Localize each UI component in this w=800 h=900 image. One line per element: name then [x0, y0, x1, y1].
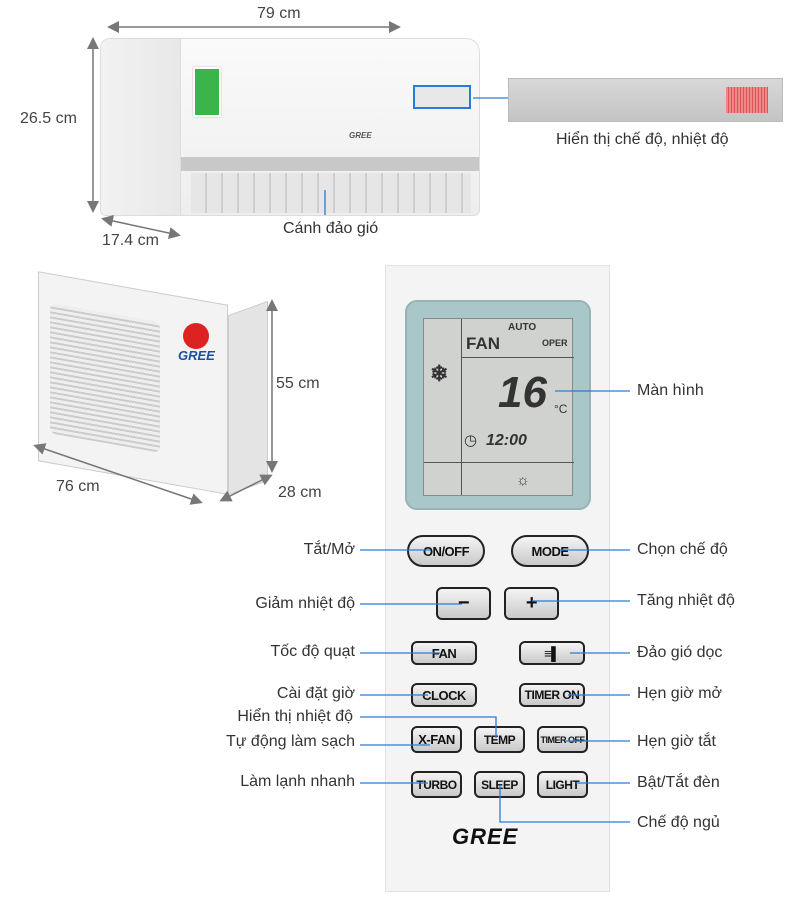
callout-plus: Tăng nhiệt độ	[637, 592, 735, 609]
outdoor-height-label: 55 cm	[276, 375, 320, 392]
plus-button[interactable]: +	[504, 587, 559, 620]
outdoor-depth-label: 28 cm	[278, 484, 322, 501]
sleep-button[interactable]: SLEEP	[474, 771, 525, 798]
outdoor-unit-image: GREE	[28, 268, 270, 500]
callout-clock: Cài đặt giờ	[276, 685, 355, 702]
mode-button[interactable]: MODE	[511, 535, 589, 567]
callout-mode: Chọn chế độ	[637, 541, 728, 558]
lcd-fan: FAN	[466, 334, 500, 353]
lcd-temperature: 16	[498, 368, 547, 417]
callout-timer-off: Hẹn giờ tắt	[637, 733, 716, 750]
display-panel-zoom	[508, 78, 783, 122]
clock-icon: ◷	[464, 432, 478, 449]
led-display	[726, 87, 768, 113]
xfan-button[interactable]: X-FAN	[411, 726, 462, 753]
snowflake-icon: ❄	[430, 361, 449, 386]
callout-swing: Đảo gió dọc	[637, 644, 723, 661]
fan-button[interactable]: FAN	[411, 641, 477, 665]
flap-callout: Cánh đảo gió	[283, 220, 379, 237]
remote-brand-logo: GREE	[452, 824, 519, 849]
indoor-unit-side	[101, 39, 181, 215]
outdoor-brand-logo: GREE	[178, 348, 215, 363]
outdoor-width-label: 76 cm	[56, 478, 100, 495]
energy-label	[193, 67, 221, 117]
remote-lcd-screen: ❄ FAN AUTO OPER 16 °C ◷ 12:00 ☼	[423, 318, 574, 496]
indoor-width-label: 79 cm	[257, 5, 301, 22]
indoor-unit-image: GREE	[100, 38, 480, 216]
turbo-button[interactable]: TURBO	[411, 771, 462, 798]
timer-on-button[interactable]: TIMER ON	[519, 683, 585, 707]
callout-fan: Tốc độ quạt	[270, 643, 356, 660]
temp-button[interactable]: TEMP	[474, 726, 525, 753]
gree-logo-mark	[183, 323, 209, 349]
callout-turbo: Làm lạnh nhanh	[240, 773, 355, 790]
outdoor-unit-side	[228, 300, 268, 496]
lcd-unit: °C	[554, 402, 568, 416]
callout-xfan: Tự động làm sạch	[226, 733, 355, 750]
light-button[interactable]: LIGHT	[537, 771, 588, 798]
minus-button[interactable]: −	[436, 587, 491, 620]
lcd-oper: OPER	[542, 338, 568, 348]
swing-flap	[191, 173, 471, 213]
indoor-brand-logo: GREE	[349, 131, 372, 140]
indoor-display-highlight	[413, 85, 471, 109]
callout-onoff: Tắt/Mở	[303, 541, 355, 558]
light-bulb-icon: ☼	[516, 472, 530, 489]
indoor-depth-label: 17.4 cm	[102, 232, 159, 249]
indoor-unit-strip	[181, 157, 479, 171]
callout-light: Bật/Tắt đèn	[637, 774, 720, 791]
callout-timer-on: Hẹn giờ mở	[637, 685, 723, 702]
display-callout: Hiển thị chế độ, nhiệt độ	[556, 131, 729, 148]
timer-off-button[interactable]: TIMER OFF	[537, 726, 588, 753]
callout-temp: Hiển thị nhiệt độ	[237, 708, 353, 725]
callout-screen: Màn hình	[637, 382, 704, 399]
indoor-height-label: 26.5 cm	[20, 110, 77, 127]
lcd-time: 12:00	[486, 432, 527, 449]
onoff-button[interactable]: ON/OFF	[407, 535, 485, 567]
clock-button[interactable]: CLOCK	[411, 683, 477, 707]
lcd-auto: AUTO	[508, 322, 537, 333]
swing-button[interactable]: ≡▌	[519, 641, 585, 665]
fan-grill	[50, 303, 160, 453]
callout-sleep: Chế độ ngủ	[637, 814, 720, 831]
callout-minus: Giảm nhiệt độ	[255, 595, 355, 612]
